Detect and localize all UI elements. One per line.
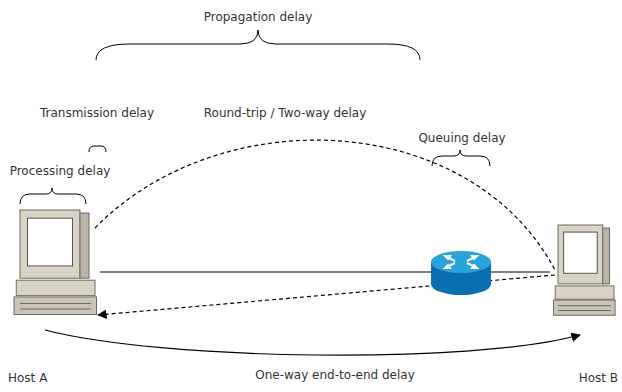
router-icon — [431, 251, 491, 295]
dashed-delay-path — [95, 140, 555, 270]
host-node: Host B — [550, 220, 620, 387]
host-label: Host A — [8, 371, 47, 385]
link-line — [45, 330, 580, 355]
host-label: Host B — [579, 371, 618, 385]
propagation-brace — [96, 30, 420, 60]
processing-bracket — [20, 188, 86, 204]
computer-icon — [550, 220, 620, 387]
delay-label: Transmission delay — [40, 106, 154, 120]
queuing-bracket — [432, 150, 490, 166]
edge-label: One-way end-to-end delay — [253, 368, 417, 382]
delay-label: Processing delay — [10, 164, 111, 178]
host-node: Host A — [8, 205, 100, 387]
delay-label: Round-trip / Two-way delay — [204, 106, 367, 120]
delay-label: Queuing delay — [418, 131, 505, 145]
delay-label: Propagation delay — [204, 10, 313, 24]
transmission-bracket — [89, 146, 106, 152]
computer-icon — [8, 205, 100, 387]
